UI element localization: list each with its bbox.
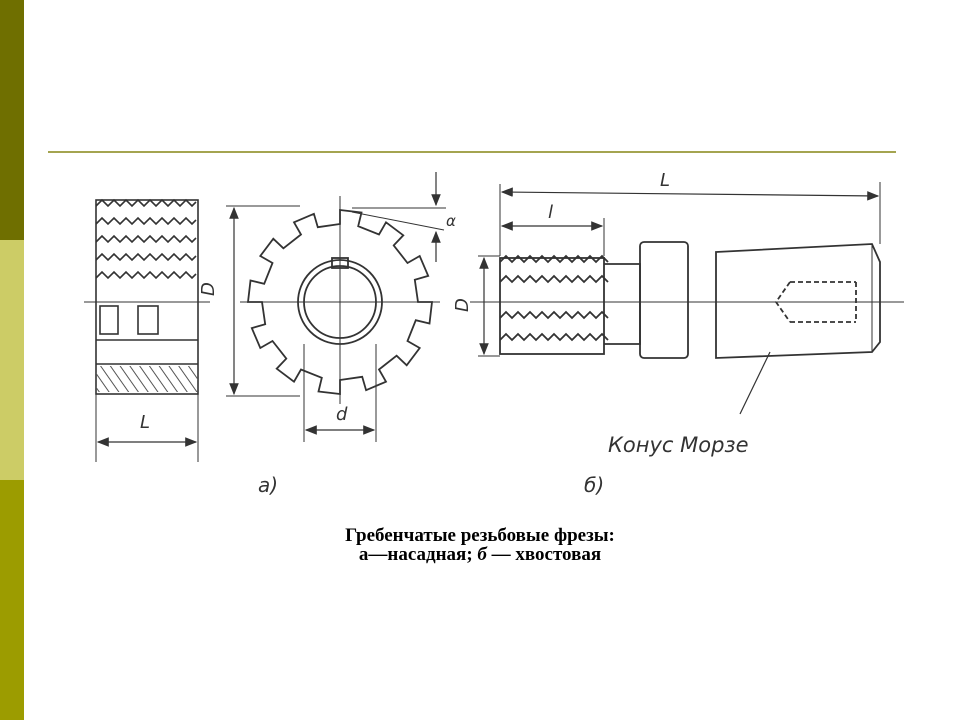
cutter-a-front-view — [226, 172, 446, 442]
caption-part-b: б — [477, 544, 487, 565]
figure-caption-title: Гребенчатые резьбовые фрезы: — [345, 525, 615, 546]
caption-part-c: — хвостовая — [486, 544, 602, 565]
cutter-b-shank — [470, 182, 904, 415]
label-d-hub: d — [336, 404, 348, 425]
label-D-right: D — [452, 298, 473, 312]
label-l-right: l — [548, 202, 553, 223]
side-bar-olive — [0, 480, 24, 720]
title-rule — [48, 151, 896, 153]
side-bar-light — [0, 240, 24, 480]
figure-caption-subtitle: а—насадная; б — хвостовая — [0, 545, 960, 565]
label-alpha: α — [446, 212, 456, 230]
label-L-left: L — [140, 412, 150, 433]
label-D-left: D — [198, 282, 219, 296]
label-sub-a: а) — [258, 473, 278, 497]
label-L-right: L — [660, 170, 670, 191]
label-morse-cone: Конус Морзе — [608, 433, 749, 457]
caption-part-a: а—насадная; — [358, 544, 478, 565]
label-sub-b: б) — [584, 473, 604, 497]
side-bar-dark — [0, 0, 24, 240]
cutter-a-side-view — [84, 198, 210, 462]
